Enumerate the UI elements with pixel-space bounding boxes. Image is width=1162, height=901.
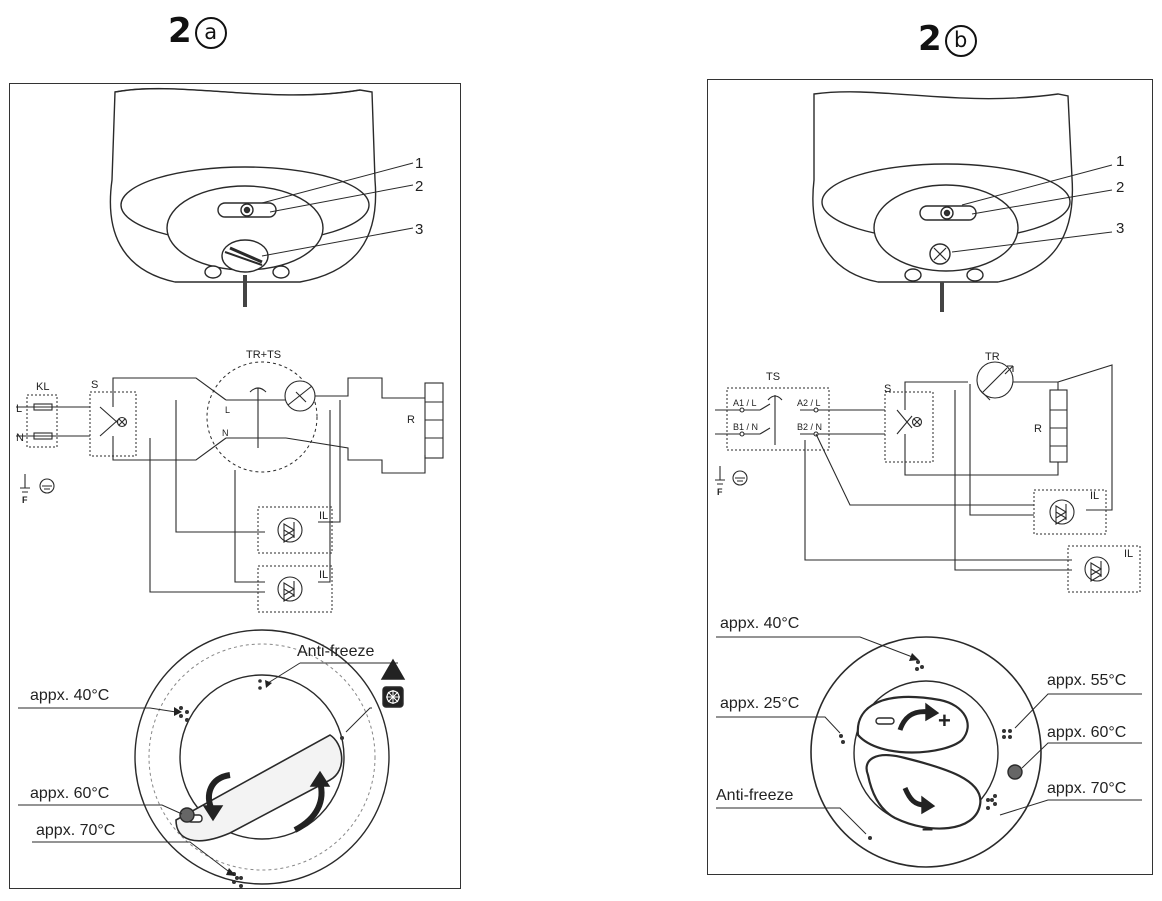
callout-b-1: 1 xyxy=(1116,153,1124,170)
circuit-a xyxy=(16,361,444,613)
callout-b-2: 2 xyxy=(1116,179,1124,196)
label-b-60: appx. 60°C xyxy=(1047,724,1126,741)
label-a-anti-freeze: Anti-freeze xyxy=(297,643,374,660)
label-kl: KL xyxy=(36,381,49,393)
label-b-25: appx. 25°C xyxy=(720,695,799,712)
figure-b-letter: b xyxy=(944,25,977,57)
label-b-a1: A1 / L xyxy=(733,398,757,408)
label-b-70: appx. 70°C xyxy=(1047,780,1126,797)
label-b-il-2: IL xyxy=(1124,548,1133,560)
callout-b-3: 3 xyxy=(1116,220,1124,237)
label-b-b1: B1 / N xyxy=(733,422,758,432)
label-b-40: appx. 40°C xyxy=(720,615,799,632)
label-a-il-1: IL xyxy=(319,510,328,522)
label-a-60: appx. 60°C xyxy=(30,785,109,802)
minus-sign: – xyxy=(922,818,933,840)
dial-b xyxy=(716,636,1142,868)
label-a-earth: F xyxy=(22,495,28,505)
figure-b-number: 2 xyxy=(918,19,942,59)
label-ts-l: L xyxy=(225,405,230,415)
label-b-il-1: IL xyxy=(1090,490,1099,502)
label-b-anti-freeze: Anti-freeze xyxy=(716,787,793,804)
label-a-40: appx. 40°C xyxy=(30,687,109,704)
label-a-neutral: N xyxy=(16,432,24,444)
warning-icon: ! xyxy=(387,665,391,680)
label-tr-ts: TR+TS xyxy=(246,349,281,361)
heater-b xyxy=(812,91,1113,312)
callout-a-1: 1 xyxy=(415,155,423,172)
plus-sign: + xyxy=(938,708,951,733)
heater-a xyxy=(109,87,414,307)
circuit-b xyxy=(715,361,1141,593)
label-b-55: appx. 55°C xyxy=(1047,672,1126,689)
label-a-il-2: IL xyxy=(319,569,328,581)
label-b-switch: S xyxy=(884,383,891,395)
label-b-earth: F xyxy=(717,487,723,497)
label-b-tr: TR xyxy=(985,351,1000,363)
label-b-ts: TS xyxy=(766,371,780,383)
label-b-b2: B2 / N xyxy=(797,422,822,432)
callout-a-3: 3 xyxy=(415,221,423,238)
label-b-a2: A2 / L xyxy=(797,398,821,408)
label-a-70: appx. 70°C xyxy=(36,822,115,839)
callout-a-2: 2 xyxy=(415,178,423,195)
label-a-resistor: R xyxy=(407,414,415,426)
label-a-line: L xyxy=(16,403,22,415)
label-a-switch: S xyxy=(91,379,98,391)
figure-a-letter: a xyxy=(194,17,227,49)
label-b-resistor: R xyxy=(1034,423,1042,435)
label-ts-n: N xyxy=(222,428,229,438)
figure-a-number: 2 xyxy=(168,11,192,51)
dial-a xyxy=(18,629,406,888)
